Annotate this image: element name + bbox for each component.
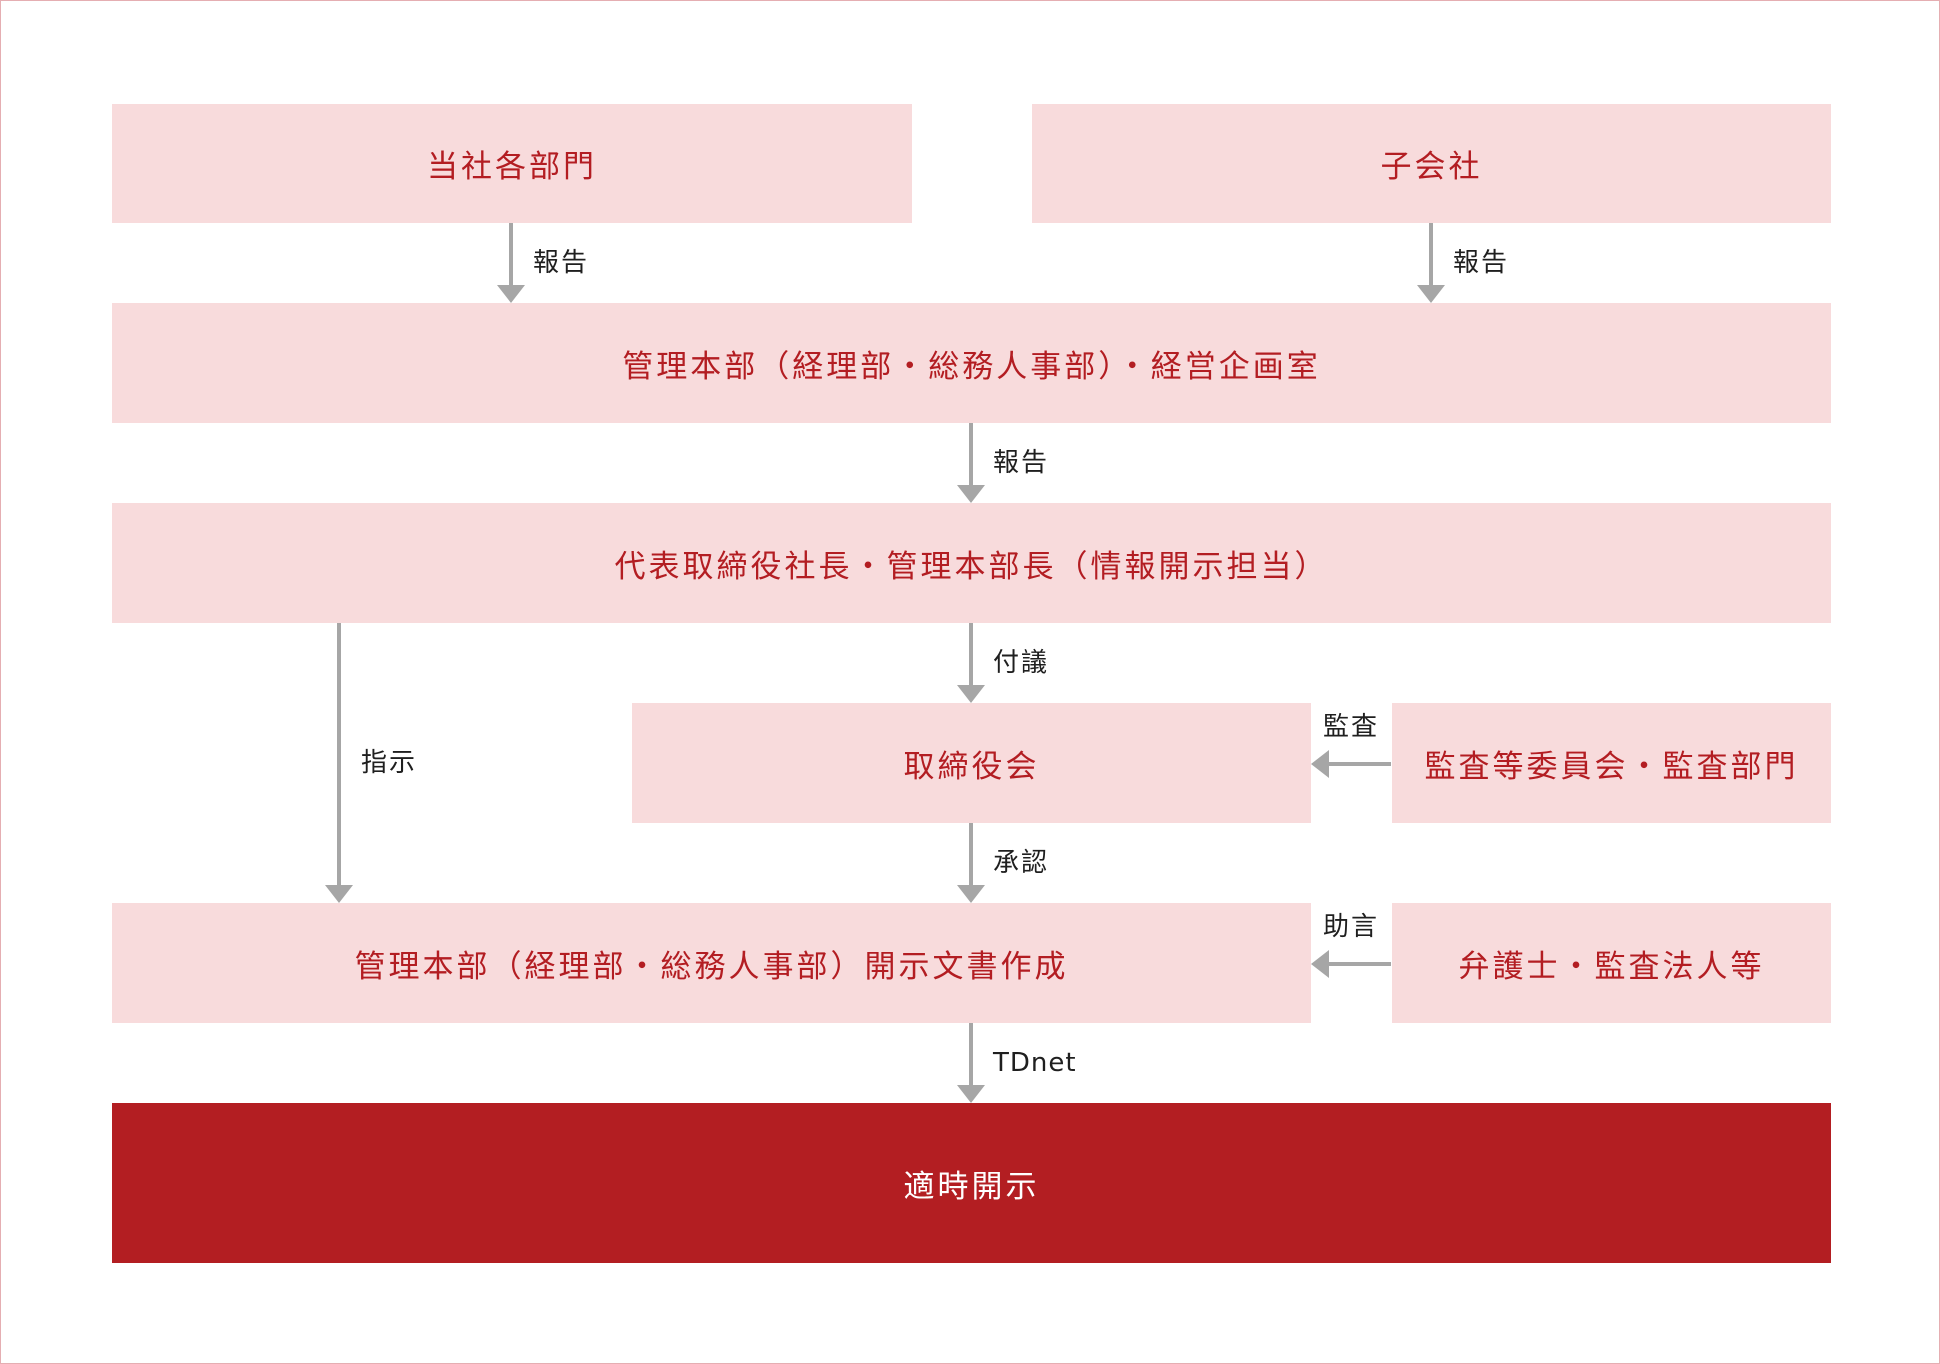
arrow-subsidiaries-to-admin: [1417, 223, 1445, 303]
node-board-label: 取締役会: [903, 748, 1040, 785]
edge-label-proposal: 付議: [993, 648, 1050, 678]
edge-label-approval: 承認: [993, 848, 1050, 878]
node-ceo: 代表取締役社長・管理本部長（情報開示担当）: [112, 503, 1831, 623]
node-departments-label: 当社各部門: [427, 149, 597, 185]
arrow-doc-to-disclosure: [957, 1023, 985, 1103]
node-admin-hq: 管理本部（経理部・総務人事部）・経営企画室: [112, 303, 1831, 423]
edge-label-report-2: 報告: [1453, 248, 1510, 278]
node-doc-creation-label: 管理本部（経理部・総務人事部）開示文書作成: [354, 948, 1069, 985]
arrow-admin-to-ceo: [957, 423, 985, 503]
arrow-departments-to-admin: [497, 223, 525, 303]
edge-label-tdnet: TDnet: [993, 1048, 1077, 1078]
node-timely-disclosure-label: 適時開示: [903, 1168, 1040, 1205]
arrow-ceo-to-doc: [325, 623, 353, 903]
node-departments: 当社各部門: [112, 104, 912, 223]
node-advisors: 弁護士・監査法人等: [1392, 903, 1831, 1023]
node-audit-committee-label: 監査等委員会・監査部門: [1424, 748, 1799, 785]
edge-label-advice: 助言: [1323, 912, 1380, 942]
node-admin-hq-label: 管理本部（経理部・総務人事部）・経営企画室: [622, 348, 1321, 385]
arrow-advisors-to-doc: [1311, 950, 1391, 978]
arrow-ceo-to-board: [957, 623, 985, 703]
node-advisors-label: 弁護士・監査法人等: [1458, 948, 1765, 985]
node-board: 取締役会: [632, 703, 1311, 823]
edge-label-report-1: 報告: [533, 248, 590, 278]
arrow-board-to-doc: [957, 823, 985, 903]
node-audit-committee: 監査等委員会・監査部門: [1392, 703, 1831, 823]
node-subsidiaries: 子会社: [1032, 104, 1831, 223]
node-subsidiaries-label: 子会社: [1380, 149, 1483, 185]
node-doc-creation: 管理本部（経理部・総務人事部）開示文書作成: [112, 903, 1311, 1023]
arrow-audit-to-board: [1311, 750, 1391, 778]
edge-label-report-3: 報告: [993, 448, 1050, 478]
node-timely-disclosure: 適時開示: [112, 1103, 1831, 1263]
node-ceo-label: 代表取締役社長・管理本部長（情報開示担当）: [614, 548, 1329, 585]
edge-label-instruction: 指示: [361, 748, 418, 778]
edge-label-audit: 監査: [1323, 712, 1380, 742]
